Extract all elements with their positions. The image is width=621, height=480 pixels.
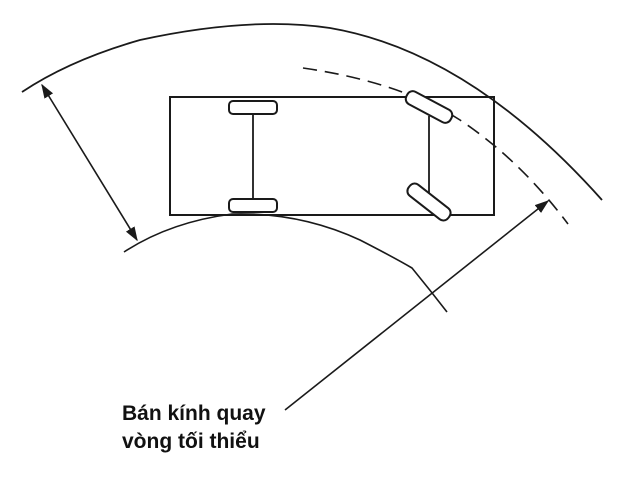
inner-turning-arc	[123, 213, 448, 313]
minimum-turning-radius-label: Bán kính quay vòng tối thiểu	[122, 400, 266, 456]
rear-right-wheel-icon	[228, 198, 278, 213]
rear-axle	[228, 100, 278, 213]
front-right-wheel-icon	[406, 182, 452, 222]
radius-leader-arrow	[284, 200, 550, 411]
dashed-front-wheel-path	[302, 67, 569, 225]
front-axle	[404, 90, 454, 222]
rear-left-wheel-icon	[228, 100, 278, 115]
caption-line-2: vòng tối thiểu	[122, 430, 260, 453]
caption-line-1: Bán kính quay	[122, 402, 266, 425]
vehicle-body	[169, 96, 495, 216]
front-left-wheel-icon	[404, 90, 454, 124]
width-dimension-arrow	[41, 83, 138, 242]
outer-turning-arc	[21, 23, 603, 201]
